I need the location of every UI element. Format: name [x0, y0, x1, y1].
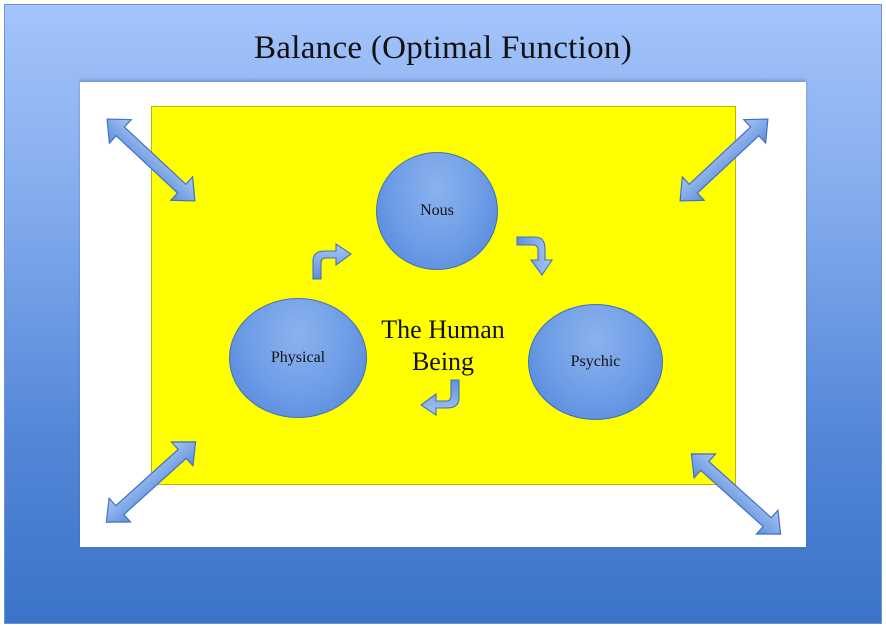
- double-arrow-icon: [95, 429, 207, 535]
- node-psychic: Psychic: [528, 304, 663, 420]
- node-physical-label: Physical: [270, 349, 326, 366]
- node-nous-label: Nous: [420, 202, 454, 219]
- node-psychic-label: Psychic: [570, 353, 621, 370]
- curved-arrow-icon: [516, 236, 553, 276]
- curved-arrow-icon: [420, 379, 460, 416]
- center-label: The Human Being: [381, 315, 505, 376]
- node-physical: Physical: [229, 298, 367, 418]
- double-arrow-icon: [95, 106, 207, 214]
- node-nous: Nous: [376, 152, 498, 270]
- double-arrow-icon: [668, 106, 780, 214]
- curved-arrow-icon: [312, 243, 352, 280]
- diagram-title: Balance (Optimal Function): [253, 30, 633, 66]
- double-arrow-icon: [680, 441, 792, 547]
